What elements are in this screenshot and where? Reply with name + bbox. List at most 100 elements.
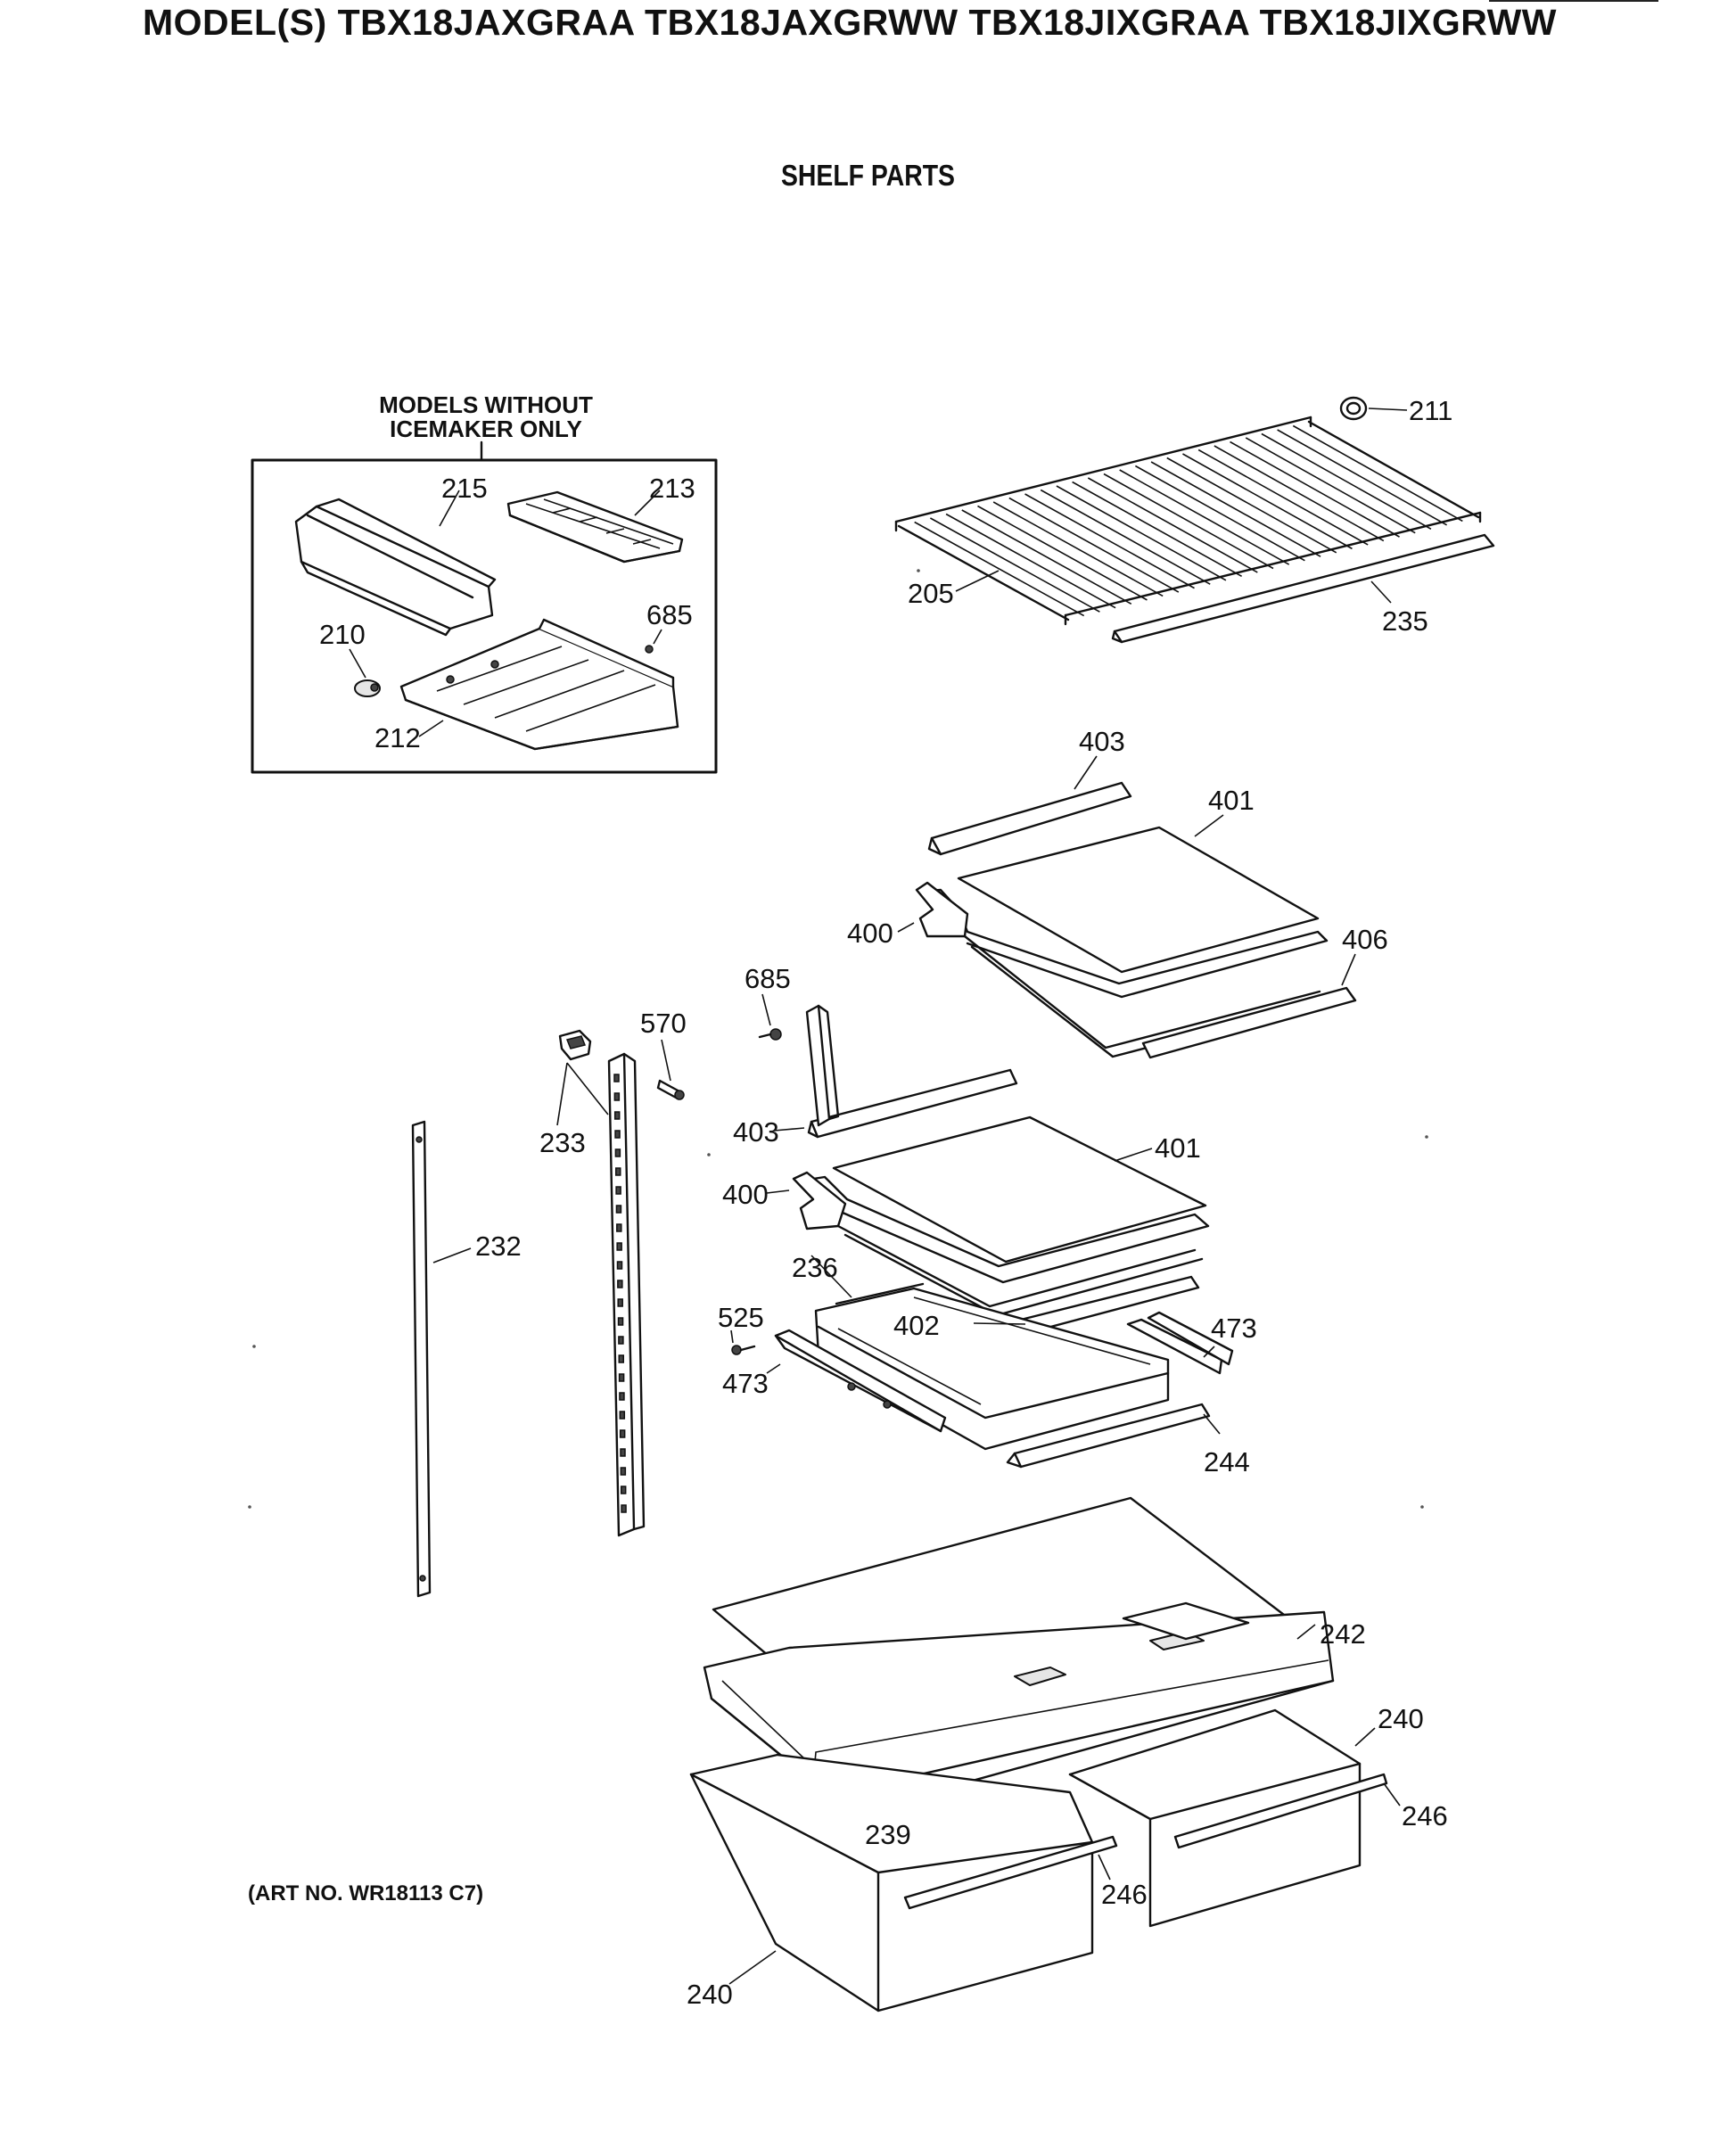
rail-slot bbox=[615, 1205, 622, 1214]
callout-213: 213 bbox=[649, 473, 695, 504]
part-213-ice-tray bbox=[506, 490, 684, 564]
wire-rod bbox=[977, 505, 1148, 601]
callout-401-upper: 401 bbox=[1208, 785, 1255, 816]
callout-685: 685 bbox=[745, 963, 791, 994]
wire-rod bbox=[914, 521, 1085, 617]
rail-slot bbox=[616, 1223, 622, 1232]
meat-pan-drawer-group bbox=[731, 1275, 1234, 1469]
callout-246-left: 246 bbox=[1101, 1879, 1148, 1910]
wire-rod bbox=[1087, 477, 1258, 573]
callout-244: 244 bbox=[1204, 1446, 1250, 1477]
rail-slot bbox=[613, 1111, 621, 1120]
upper-glass-shelf-group bbox=[915, 781, 1357, 1059]
callout-242: 242 bbox=[1320, 1618, 1366, 1650]
part-240-right-crisper-pan bbox=[1068, 1708, 1388, 1928]
rail-slot bbox=[621, 1504, 627, 1513]
rail-slot bbox=[613, 1074, 620, 1082]
callout-232: 232 bbox=[475, 1230, 522, 1262]
part-212-bin bbox=[399, 618, 679, 751]
rail-slot bbox=[614, 1148, 621, 1157]
callout-233: 233 bbox=[539, 1127, 586, 1158]
wire-rod bbox=[1292, 424, 1463, 523]
wire-rod bbox=[898, 525, 1069, 621]
ladder-rail-slots bbox=[613, 1074, 627, 1513]
callout-212: 212 bbox=[374, 722, 421, 753]
wire-shelf-rods bbox=[898, 421, 1479, 621]
part-685-screw bbox=[758, 1028, 782, 1041]
wire-rod bbox=[1277, 429, 1448, 526]
wire-rod bbox=[1245, 437, 1416, 534]
part-232-rail bbox=[411, 1120, 432, 1598]
part-235-trim bbox=[1111, 533, 1495, 644]
wire-rod bbox=[1103, 473, 1274, 570]
callout-240-right: 240 bbox=[1378, 1703, 1424, 1734]
wire-rod bbox=[961, 509, 1132, 605]
wire-rod bbox=[1024, 493, 1195, 589]
rail-slot bbox=[617, 1317, 624, 1326]
callout-240-left: 240 bbox=[687, 1979, 733, 2010]
callout-235: 235 bbox=[1382, 605, 1428, 637]
wire-rod bbox=[1072, 481, 1243, 578]
callout-403-upper: 403 bbox=[1079, 726, 1125, 757]
rail-slot bbox=[615, 1186, 621, 1195]
callout-400-upper: 400 bbox=[847, 918, 893, 949]
wire-rod bbox=[1182, 453, 1353, 550]
rail-slot bbox=[619, 1429, 626, 1438]
callout-401-lower: 401 bbox=[1155, 1132, 1201, 1164]
rail-slot bbox=[615, 1167, 621, 1176]
rail-slot bbox=[618, 1373, 625, 1382]
part-240-left-crisper-pan bbox=[689, 1753, 1118, 2012]
wire-rod bbox=[1166, 457, 1337, 554]
callout-210: 210 bbox=[319, 619, 366, 650]
inset-caption: MODELS WITHOUT ICEMAKER ONLY bbox=[317, 393, 655, 441]
part-205-wire-shelf bbox=[894, 416, 1482, 626]
rail-slot bbox=[620, 1467, 627, 1476]
part-233-clip bbox=[558, 1029, 592, 1061]
wire-rod bbox=[1308, 421, 1479, 518]
section-title: SHELF PARTS bbox=[780, 159, 955, 192]
callout-246-right: 246 bbox=[1402, 1800, 1448, 1831]
callout-211: 211 bbox=[1409, 395, 1452, 426]
callout-236: 236 bbox=[792, 1252, 838, 1283]
wire-rod bbox=[1040, 489, 1211, 585]
rail-slot bbox=[619, 1392, 625, 1401]
wire-rod bbox=[1261, 432, 1432, 530]
callout-685-inset: 685 bbox=[646, 599, 693, 630]
icemaker-inset bbox=[251, 440, 718, 774]
lower-glass-shelf-group bbox=[792, 1068, 1210, 1317]
rail-slot bbox=[618, 1336, 624, 1345]
wire-rod bbox=[1197, 449, 1369, 546]
rail-slot bbox=[620, 1448, 626, 1457]
callout-402: 402 bbox=[893, 1310, 940, 1341]
wire-rod bbox=[1119, 469, 1290, 565]
art-number: (ART NO. WR18113 C7) bbox=[248, 1881, 484, 1905]
wire-rod bbox=[992, 501, 1164, 597]
rail-slot bbox=[620, 1486, 627, 1494]
rail-slot bbox=[617, 1280, 623, 1288]
callout-403-lower: 403 bbox=[733, 1116, 779, 1148]
callout-215: 215 bbox=[441, 473, 488, 504]
part-211-grommet bbox=[1339, 396, 1408, 421]
rail-slot bbox=[614, 1130, 621, 1139]
rail-slot bbox=[616, 1261, 623, 1270]
callout-525: 525 bbox=[718, 1302, 764, 1333]
wire-rod bbox=[1008, 497, 1180, 593]
part-210-knob bbox=[354, 679, 381, 697]
wire-rod bbox=[1150, 461, 1321, 557]
wire-rod bbox=[1056, 485, 1227, 581]
callout-570: 570 bbox=[640, 1008, 687, 1039]
page-title: MODEL(S) TBX18JAXGRAA TBX18JAXGRWW TBX18… bbox=[143, 2, 1557, 43]
shelf-support-bracket bbox=[805, 1004, 840, 1127]
rail-slot bbox=[616, 1242, 622, 1251]
callout-400-lower: 400 bbox=[722, 1179, 769, 1210]
wire-rod bbox=[945, 513, 1116, 609]
wire-rod bbox=[1230, 440, 1400, 538]
top-rule bbox=[1489, 0, 1658, 2]
rail-slot bbox=[617, 1298, 623, 1307]
callout-473-left: 473 bbox=[722, 1368, 769, 1399]
crisper-frame bbox=[703, 1601, 1335, 1803]
inset-caption-line-2: ICEMAKER ONLY bbox=[390, 416, 582, 442]
part-570-screw bbox=[656, 1079, 685, 1100]
callout-473-right: 473 bbox=[1211, 1313, 1257, 1344]
